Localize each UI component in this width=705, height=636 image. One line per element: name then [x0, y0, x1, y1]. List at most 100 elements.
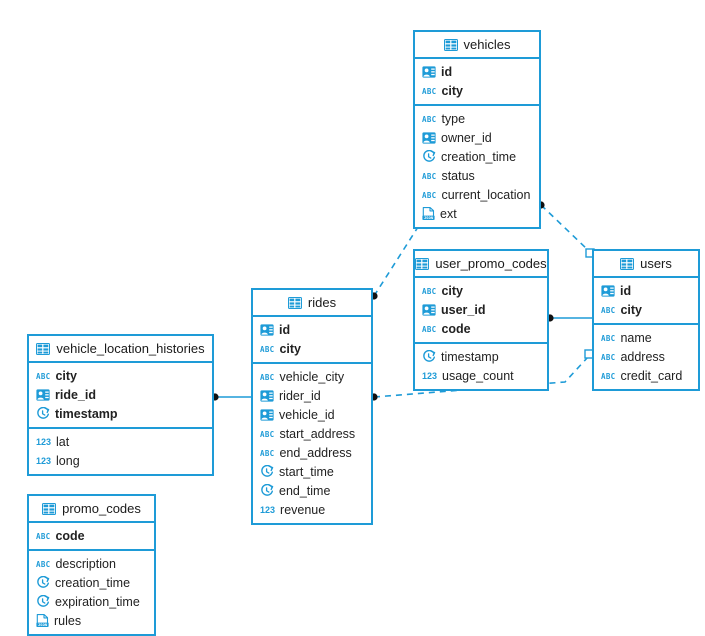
column-field[interactable]: 123 lat: [29, 432, 212, 451]
table-header-vehicle_location_histories[interactable]: vehicle_location_histories: [29, 336, 212, 363]
field-label: type: [441, 111, 466, 126]
table-header-rides[interactable]: rides: [253, 290, 371, 317]
field-label: code: [55, 528, 85, 543]
column-field[interactable]: ABC type: [415, 109, 539, 128]
primary-key-field[interactable]: ride_id: [29, 385, 212, 404]
field-label: creation_time: [55, 575, 131, 590]
abc-icon: ABC: [260, 429, 275, 439]
column-field[interactable]: ABC current_location: [415, 185, 539, 204]
primary-key-field[interactable]: id: [253, 320, 371, 339]
column-field[interactable]: expiration_time: [29, 592, 154, 611]
clock-icon: [36, 576, 50, 589]
table-title: vehicle_location_histories: [56, 341, 205, 356]
primary-key-field[interactable]: user_id: [415, 300, 547, 319]
table-header-user_promo_codes[interactable]: user_promo_codes: [415, 251, 547, 278]
field-label: current_location: [441, 187, 531, 202]
relationship-user-promo-codes-to-users[interactable]: [546, 314, 592, 322]
abc-icon: ABC: [422, 86, 437, 96]
id-card-icon: [260, 323, 274, 336]
abc-icon: ABC: [36, 559, 51, 569]
primary-key-field[interactable]: timestamp: [29, 404, 212, 423]
svg-text:JSON: JSON: [38, 622, 48, 627]
table-grid-icon: [287, 296, 302, 309]
id-card-icon: [422, 131, 436, 144]
table-grid-icon: [620, 257, 635, 270]
clock-icon: [36, 407, 50, 420]
field-label: city: [55, 368, 77, 383]
field-label: lat: [56, 434, 70, 449]
column-field[interactable]: vehicle_id: [253, 405, 371, 424]
field-label: status: [441, 168, 475, 183]
table-header-promo_codes[interactable]: promo_codes: [29, 496, 154, 523]
column-field[interactable]: creation_time: [415, 147, 539, 166]
clock-icon: [422, 350, 436, 363]
clock-icon: [36, 595, 50, 608]
table-title: rides: [307, 295, 337, 310]
primary-key-field[interactable]: id: [415, 62, 539, 81]
field-label: long: [56, 453, 80, 468]
table-title: user_promo_codes: [435, 256, 547, 271]
id-card-icon: [260, 389, 274, 402]
clock-icon: [260, 484, 274, 497]
table-header-vehicles[interactable]: vehicles: [415, 32, 539, 59]
abc-icon: ABC: [601, 305, 616, 315]
field-label: rules: [54, 613, 82, 628]
table-grid-icon: [443, 38, 458, 51]
column-field[interactable]: start_time: [253, 462, 371, 481]
field-label: vehicle_city: [279, 369, 345, 384]
id-card-icon: [36, 388, 50, 401]
primary-key-field[interactable]: ABC code: [29, 526, 154, 545]
column-field[interactable]: timestamp: [415, 347, 547, 366]
column-field[interactable]: owner_id: [415, 128, 539, 147]
field-label: code: [441, 321, 471, 336]
abc-icon: ABC: [260, 448, 275, 458]
column-field[interactable]: JSON rules: [29, 611, 154, 630]
abc-icon: ABC: [36, 531, 51, 541]
field-label: rider_id: [279, 388, 321, 403]
column-field[interactable]: creation_time: [29, 573, 154, 592]
field-label: expiration_time: [55, 594, 140, 609]
field-label: creation_time: [441, 149, 517, 164]
123-icon: 123: [260, 505, 276, 515]
abc-icon: ABC: [422, 114, 437, 124]
abc-icon: ABC: [422, 190, 437, 200]
column-field[interactable]: end_time: [253, 481, 371, 500]
primary-key-field[interactable]: id: [594, 281, 698, 300]
relationship-vehicle-location-histories-to-rides[interactable]: [211, 393, 251, 401]
json-document-icon: JSON: [36, 614, 49, 627]
column-field[interactable]: rider_id: [253, 386, 371, 405]
table-header-users[interactable]: users: [594, 251, 698, 278]
123-icon: 123: [36, 437, 52, 447]
